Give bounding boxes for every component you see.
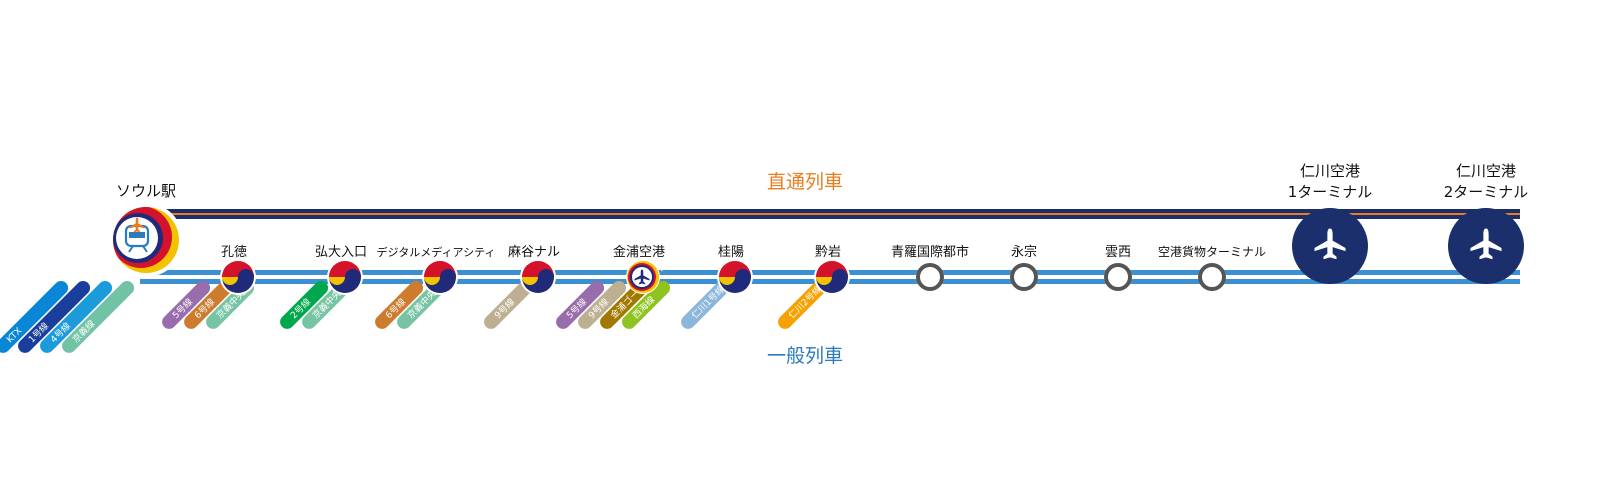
station-name: 空港貨物ターミナル [1158, 244, 1266, 259]
transfer-line-color [681, 280, 730, 329]
station-marker [1010, 263, 1038, 291]
express-service-label: 直通列車 [767, 171, 843, 193]
transfer-line-color [622, 280, 671, 329]
station-name: 雲西 [1105, 245, 1131, 260]
transfer-line-color [184, 280, 233, 329]
transfer-station-icon [327, 259, 363, 295]
station-gyeyang: 仁川1号線 桂陽 [681, 245, 753, 329]
transfer-station-icon [220, 259, 256, 295]
station-name: 1ターミナル [1288, 183, 1373, 201]
station-name: 金浦空港 [613, 244, 665, 260]
station-marker [916, 263, 944, 291]
station-name: 麻谷ナル [508, 245, 560, 260]
station-unseo: 雲西 [1104, 245, 1132, 291]
transfer-line-color [578, 280, 627, 329]
station-geomam: 仁川2号線 黔岩 [778, 245, 850, 329]
express-line [140, 209, 1520, 219]
station-yeongjong: 永宗 [1010, 244, 1038, 291]
transfer-line-color [162, 280, 211, 329]
station-name: 孔徳 [221, 245, 247, 260]
station-name: 2ターミナル [1444, 183, 1529, 201]
transfer-line-label: 仁川2号線 [786, 283, 824, 321]
station-t1: 仁川空港 1ターミナル [1288, 162, 1373, 284]
station-marker [1198, 263, 1226, 291]
station-name: 仁川空港 [1300, 162, 1360, 180]
station-name: 仁川空港 [1456, 162, 1516, 180]
station-name: ソウル駅 [116, 182, 176, 200]
transfer-line-color [0, 280, 69, 353]
transfer-line-color [18, 280, 91, 353]
transfer-station-icon [422, 259, 458, 295]
transfer-line-color [375, 280, 424, 329]
airplane-icon [129, 217, 145, 233]
airplane-icon [1470, 228, 1502, 260]
airplane-icon [1314, 228, 1346, 260]
transfer-line-color [778, 280, 827, 329]
express-line-stripe [140, 213, 1520, 215]
transfer-line-color [600, 280, 649, 329]
transfer-line-color [40, 280, 113, 353]
station-name: 黔岩 [815, 245, 841, 260]
transfer-station-icon [520, 259, 556, 295]
station-cheongna: 青羅国際都市 [891, 244, 969, 291]
transfer-line-color [280, 280, 329, 329]
transfer-line-label: 仁川1号線 [689, 283, 727, 321]
station-name: 永宗 [1011, 244, 1037, 260]
general-service-label: 一般列車 [767, 345, 843, 367]
transfer-station-icon [814, 259, 850, 295]
station-name: 青羅国際都市 [891, 244, 969, 260]
station-t2: 仁川空港 2ターミナル [1444, 162, 1529, 284]
transfer-line-color [62, 280, 135, 353]
station-marker [1104, 263, 1132, 291]
station-gimpo: 5号線9号線金浦ゴールドライン西海線金浦空港 [556, 244, 674, 329]
station-name: デジタルメディアシティ [377, 245, 496, 259]
station-name: 弘大入口 [315, 245, 367, 260]
transfer-station-icon [717, 259, 753, 295]
transfer-line-color [484, 280, 533, 329]
transfer-line-color [556, 280, 605, 329]
station-cargo: 空港貨物ターミナル [1158, 244, 1266, 291]
airplane-icon [634, 269, 650, 285]
station-name: 桂陽 [718, 245, 744, 260]
